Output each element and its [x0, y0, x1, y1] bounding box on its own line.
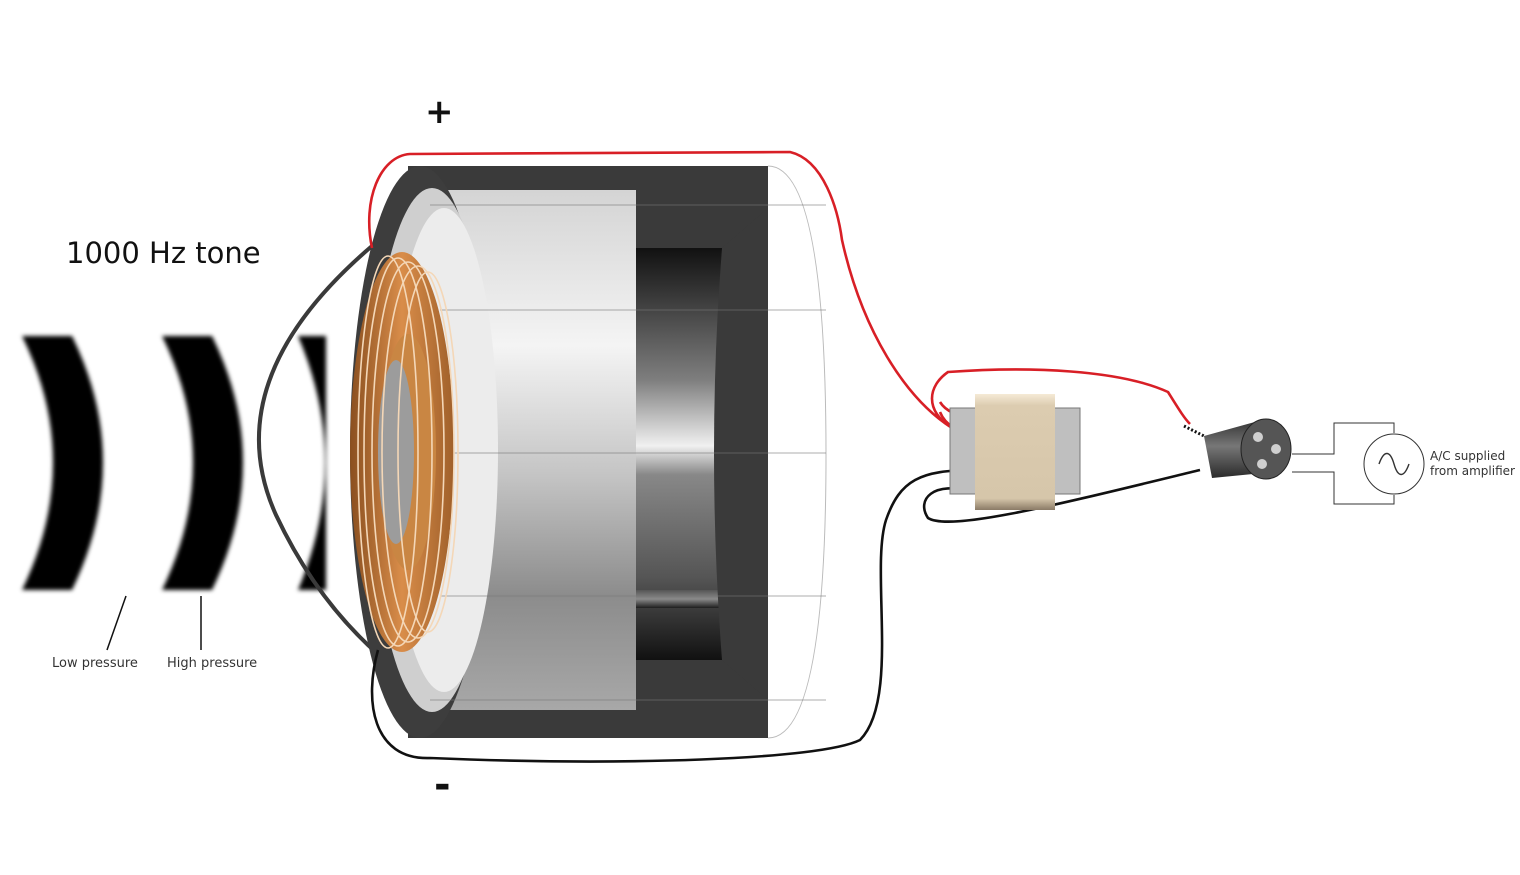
positive-wire [367, 150, 1191, 430]
connector-pin-2 [1271, 444, 1281, 454]
connector-pin-1 [1253, 432, 1263, 442]
connector-face [1240, 418, 1292, 480]
negative-wire-return [922, 468, 1201, 523]
ac-circuit-bottom-lead [1292, 471, 1395, 505]
wave-front-2 [162, 336, 243, 590]
magnet-back-curve [714, 208, 768, 700]
xlr-connector-icon [1183, 418, 1292, 480]
ac-circuit-top-lead [1292, 422, 1395, 455]
transformer-coil [975, 394, 1055, 510]
low-pressure-pointer [106, 595, 127, 651]
negative-terminal-label: - [434, 762, 451, 808]
high-pressure-label: High pressure [167, 656, 258, 671]
sound-wave-fronts [22, 336, 326, 590]
coil-center-core [378, 360, 414, 544]
wave-front-3 [298, 336, 326, 590]
sine-wave-icon [1378, 452, 1410, 476]
negative-wire [370, 468, 976, 763]
diagram-title: 1000 Hz tone [66, 236, 261, 270]
positive-terminal-label: + [425, 92, 454, 132]
ac-source-label: A/C supplied from amplifier [1430, 449, 1515, 479]
voice-coil [350, 252, 459, 652]
low-pressure-label: Low pressure [52, 656, 138, 671]
wave-front-1 [22, 336, 103, 590]
ac-source-label-line2: from amplifier [1430, 464, 1515, 478]
magnet-contour-lines [430, 204, 826, 701]
coil-windings [357, 255, 459, 649]
speaker-cone [256, 244, 382, 658]
magnet-back-outline [767, 165, 827, 739]
pole-piece-rounded-end [560, 190, 636, 710]
ac-source-label-line1: A/C supplied [1430, 449, 1506, 463]
transformer [949, 394, 1081, 510]
ac-source-circuit [1292, 422, 1425, 505]
connector-strain-relief [1183, 424, 1205, 438]
connector-pin-3 [1257, 459, 1267, 469]
